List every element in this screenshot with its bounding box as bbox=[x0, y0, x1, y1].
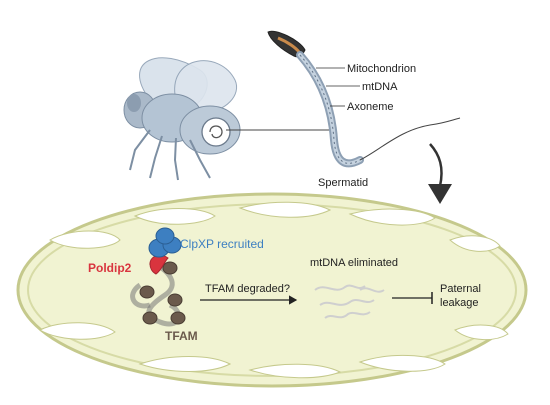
mito-crista bbox=[238, 201, 332, 218]
spermatid-label: Spermatid bbox=[318, 177, 368, 189]
mito-crista bbox=[454, 324, 509, 340]
fly-testis-coil bbox=[209, 125, 223, 139]
fragmented-mtdna bbox=[314, 284, 385, 319]
mtdna-label: mtDNA bbox=[362, 81, 398, 93]
mito-crista bbox=[348, 208, 436, 226]
mtdna-strand bbox=[130, 282, 151, 309]
fly-eye bbox=[127, 94, 141, 112]
paternal-label: Paternal bbox=[440, 283, 481, 295]
poldip2-label: Poldip2 bbox=[88, 261, 132, 275]
axoneme-label: Axoneme bbox=[347, 101, 393, 113]
mito-crista bbox=[38, 322, 116, 340]
clpxp-protein bbox=[155, 227, 175, 245]
spermatid-tail bbox=[359, 117, 461, 161]
mtdna-fragment bbox=[359, 287, 385, 293]
mtdna-fragment bbox=[324, 311, 371, 319]
mitochondrion-illustration bbox=[16, 192, 528, 388]
nucleoid-complex bbox=[130, 227, 186, 327]
fly-leg bbox=[129, 129, 151, 171]
tfam-protein bbox=[139, 285, 155, 299]
mito-crista bbox=[49, 230, 121, 249]
fly-illustration bbox=[123, 57, 241, 181]
zoom-arrow bbox=[429, 143, 443, 187]
mito-crista bbox=[248, 363, 342, 379]
fly-leg bbox=[149, 135, 163, 179]
leakage-label: leakage bbox=[440, 297, 479, 309]
mito-crista bbox=[449, 235, 501, 252]
mito-crista bbox=[138, 356, 232, 372]
tfam-label: TFAM bbox=[165, 329, 198, 343]
mtdna-fragment bbox=[314, 284, 366, 291]
tfam-degraded-label: TFAM degraded? bbox=[205, 283, 290, 295]
fly-testis bbox=[201, 117, 231, 147]
spermatid-illustration bbox=[267, 30, 461, 168]
tfam-protein bbox=[142, 311, 158, 325]
spermatid-acrosome bbox=[277, 36, 301, 53]
mtdna-eliminated-label: mtDNA eliminated bbox=[310, 257, 398, 269]
mito-crista bbox=[358, 355, 446, 372]
mito-crista bbox=[133, 208, 216, 225]
clpxp-label: ClpXP recruited bbox=[180, 237, 264, 251]
tfam-protein bbox=[162, 261, 178, 275]
fly-leg bbox=[173, 137, 179, 181]
mtdna-fragment bbox=[319, 299, 375, 306]
tfam-protein bbox=[167, 293, 183, 307]
mitochondrion-label: Mitochondrion bbox=[347, 63, 416, 75]
zoom-arrow-head bbox=[428, 184, 452, 204]
spermatid-axoneme bbox=[299, 54, 361, 164]
fly-leg bbox=[189, 139, 211, 179]
tfam-protein bbox=[170, 311, 186, 325]
